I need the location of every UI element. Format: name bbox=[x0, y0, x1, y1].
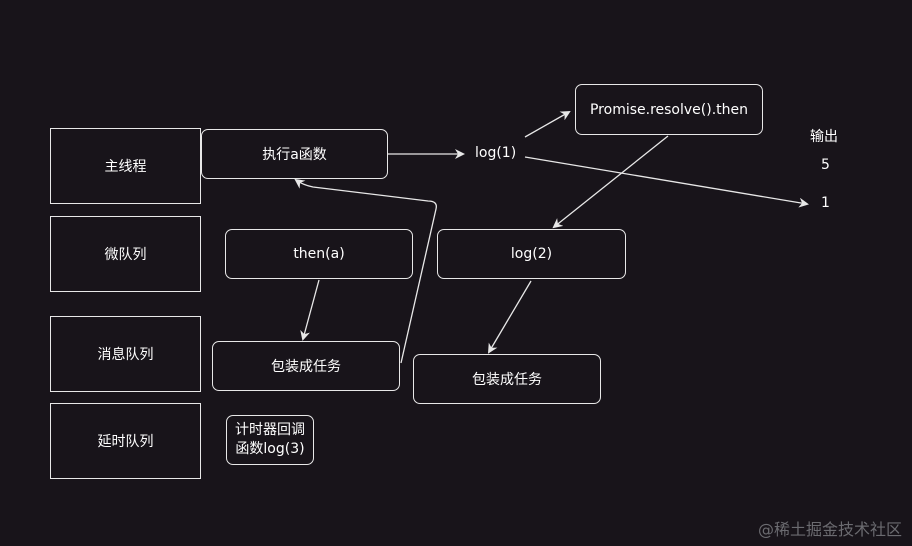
node-exec-a-label: 执行a函数 bbox=[262, 147, 327, 163]
node-then-a: then(a) bbox=[225, 229, 413, 279]
lane-main-thread: 主线程 bbox=[50, 128, 201, 204]
node-timer-line2: 函数log(3) bbox=[235, 441, 305, 457]
node-wrap-task-2-label: 包装成任务 bbox=[472, 372, 542, 388]
node-promise-then: Promise.resolve().then bbox=[575, 84, 763, 135]
node-then-a-label: then(a) bbox=[293, 246, 345, 262]
arrow-then-to-wrap1 bbox=[300, 279, 320, 341]
lane-delay-queue-label: 延时队列 bbox=[97, 434, 154, 450]
node-timer-line1: 计时器回调 bbox=[235, 422, 305, 438]
watermark: @稀土掘金技术社区 bbox=[758, 516, 902, 540]
node-wrap-task-1: 包装成任务 bbox=[212, 341, 400, 391]
output-value-first-label: 5 bbox=[821, 157, 830, 173]
watermark-label: @稀土掘金技术社区 bbox=[757, 520, 902, 539]
node-exec-a: 执行a函数 bbox=[201, 129, 388, 179]
lane-message-queue-label: 消息队列 bbox=[97, 347, 154, 363]
lane-main-thread-label: 主线程 bbox=[104, 159, 147, 175]
node-wrap-task-1-label: 包装成任务 bbox=[271, 359, 341, 375]
output-value-first: 5 bbox=[821, 157, 830, 173]
node-log1-label: log(1) bbox=[475, 145, 517, 161]
arrow-log2-to-wrap2 bbox=[487, 280, 532, 354]
output-value-second: 1 bbox=[821, 195, 830, 211]
output-title-label: 输出 bbox=[810, 129, 838, 145]
lane-microtask-queue-label: 微队列 bbox=[104, 247, 147, 263]
arrow-wrap1-to-exec bbox=[294, 178, 437, 364]
node-log1: log(1) bbox=[475, 145, 516, 161]
lane-message-queue: 消息队列 bbox=[50, 316, 201, 392]
node-log2-label: log(2) bbox=[510, 246, 553, 262]
arrow-promise-to-log2 bbox=[552, 135, 669, 229]
output-value-second-label: 1 bbox=[821, 195, 830, 211]
node-promise-then-label: Promise.resolve().then bbox=[589, 101, 749, 118]
lane-delay-queue: 延时队列 bbox=[50, 403, 201, 479]
output-title: 输出 bbox=[810, 126, 838, 146]
arrow-log1-to-promise bbox=[524, 111, 571, 138]
lane-microtask-queue: 微队列 bbox=[50, 216, 201, 292]
node-log2: log(2) bbox=[437, 229, 626, 279]
node-wrap-task-2: 包装成任务 bbox=[413, 354, 601, 404]
arrow-log1-to-output bbox=[524, 156, 809, 208]
node-timer-callback: 计时器回调 函数log(3) bbox=[226, 415, 314, 465]
